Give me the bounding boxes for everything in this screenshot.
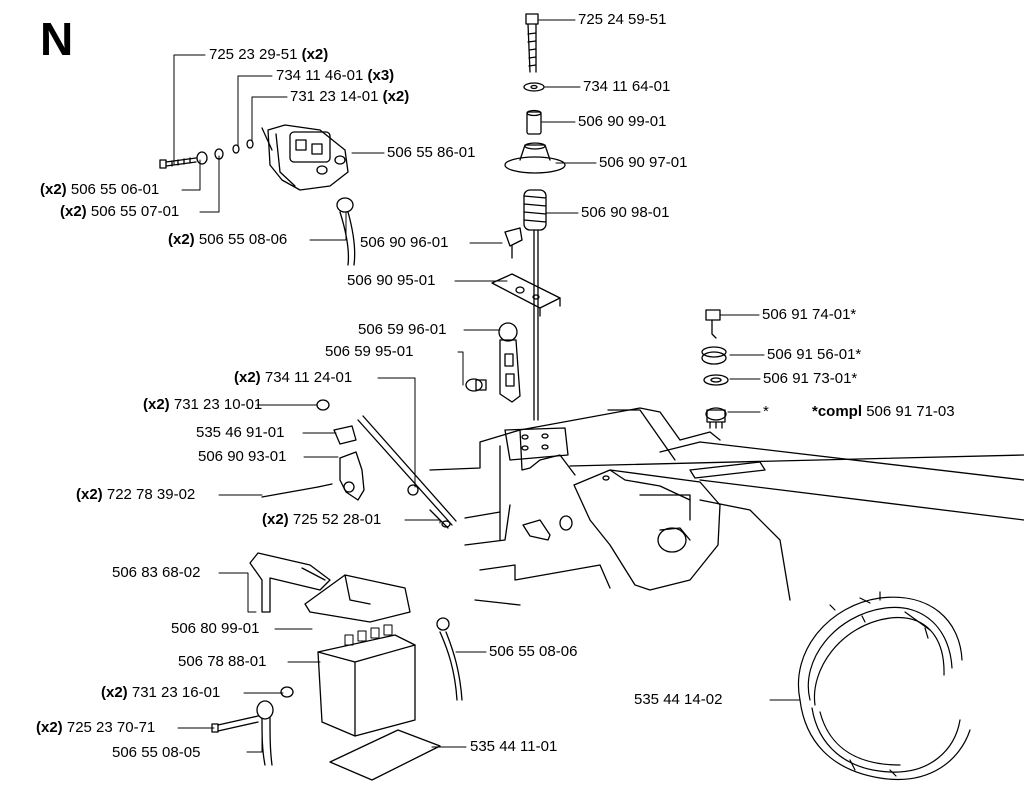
throttle-stack (465, 13, 566, 421)
part-number: 734 11 64-01 (583, 78, 671, 95)
quantity: (x2) (101, 684, 128, 701)
label-506-55-07-01: (x2) 506 55 07-01 (60, 203, 179, 221)
part-number: 535 44 11-01 (470, 738, 558, 755)
label-506-90-97-01: 506 90 97-01 (599, 154, 687, 172)
label-725-23-29-51: 725 23 29-51 (x2) (209, 46, 328, 64)
part-number: 731 23 16-01 (131, 684, 221, 701)
label-506-55-86-01: 506 55 86-01 (387, 144, 475, 162)
part-number: 734 11 46-01 (276, 67, 364, 84)
part-number: 506 90 98-01 (581, 204, 670, 221)
label-506-59-96-01: 506 59 96-01 (358, 321, 446, 339)
part-number: 506 55 06-01 (70, 181, 160, 198)
quantity: (x2) (143, 396, 170, 413)
solenoid-assembly (159, 124, 356, 266)
wiring-harness (797, 591, 971, 780)
quantity: (x2) (234, 369, 261, 386)
label-506-83-68-02: 506 83 68-02 (112, 564, 200, 582)
quantity: (x2) (76, 486, 103, 503)
label-731-23-10-01: (x2) 731 23 10-01 (143, 396, 262, 414)
label-506-91-74-01: 506 91 74-01* (762, 306, 856, 324)
quantity: (x2) (40, 181, 67, 198)
label-506-55-06-01: (x2) 506 55 06-01 (40, 181, 159, 199)
label-star: * (763, 403, 769, 421)
part-number: 535 44 14-02 (634, 691, 723, 708)
part-number: * (763, 403, 769, 420)
ignition-switch (701, 309, 729, 429)
part-number: 535 46 91-01 (196, 424, 285, 441)
part-number: 506 80 99-01 (171, 620, 260, 637)
label-506-90-98-01: 506 90 98-01 (581, 204, 669, 222)
part-number: 725 52 28-01 (292, 511, 382, 528)
part-number: 506 83 68-02 (112, 564, 201, 581)
quantity: (x2) (301, 46, 329, 63)
part-number: 506 90 96-01 (360, 234, 449, 251)
label-731-23-14-01: 731 23 14-01 (x2) (290, 88, 409, 106)
quantity: (x2) (262, 511, 289, 528)
label-725-23-70-71: (x2) 725 23 70-71 (36, 719, 155, 737)
label-506-59-95-01: 506 59 95-01 (325, 343, 413, 361)
label-506-90-99-01: 506 90 99-01 (578, 113, 666, 131)
battery-assembly (211, 552, 463, 781)
part-number: 506 59 95-01 (325, 343, 414, 360)
label-compl-506-91-71-03: *compl 506 91 71-03 (812, 403, 955, 421)
part-number: 506 90 99-01 (578, 113, 667, 130)
part-number: 506 91 73-01* (763, 370, 858, 387)
label-734-11-64-01: 734 11 64-01 (583, 78, 670, 96)
quantity: (x2) (382, 88, 410, 105)
label-506-90-93-01: 506 90 93-01 (198, 448, 286, 466)
label-535-46-91-01: 535 46 91-01 (196, 424, 284, 442)
label-734-11-46-01: 734 11 46-01 (x3) (276, 67, 394, 85)
chassis-body (429, 407, 1024, 606)
label-506-78-88-01: 506 78 88-01 (178, 653, 266, 671)
label-506-55-08-06-top: (x2) 506 55 08-06 (168, 231, 287, 249)
part-number: 506 78 88-01 (178, 653, 267, 670)
part-number: 506 91 56-01* (767, 346, 862, 363)
label-506-55-08-06-bottom: 506 55 08-06 (489, 643, 577, 661)
label-535-44-11-01: 535 44 11-01 (470, 738, 557, 756)
quantity: (x2) (168, 231, 195, 248)
label-725-24-59-51: 725 24 59-51 (578, 11, 666, 29)
quantity: (x2) (60, 203, 87, 220)
label-506-55-08-05: 506 55 08-05 (112, 744, 200, 762)
part-number: 725 23 29-51 (209, 46, 298, 63)
quantity: (x2) (36, 719, 63, 736)
part-number: 506 91 71-03 (866, 403, 955, 420)
label-506-80-99-01: 506 80 99-01 (171, 620, 259, 638)
part-number: 731 23 14-01 (290, 88, 379, 105)
label-535-44-14-02: 535 44 14-02 (634, 691, 722, 709)
part-number: 506 55 07-01 (90, 203, 180, 220)
label-506-91-73-01: 506 91 73-01* (763, 370, 857, 388)
part-number: 506 55 08-05 (112, 744, 201, 761)
label-731-23-16-01: (x2) 731 23 16-01 (101, 684, 220, 702)
part-number: 722 78 39-02 (106, 486, 196, 503)
label-506-90-95-01: 506 90 95-01 (347, 272, 435, 290)
part-number: 734 11 24-01 (264, 369, 353, 386)
part-number: 506 55 08-06 (489, 643, 578, 660)
section-letter: N (40, 13, 74, 65)
part-number: 725 24 59-51 (578, 11, 667, 28)
part-number: 506 90 95-01 (347, 272, 436, 289)
leader-lines (173, 19, 801, 753)
part-number: 506 59 96-01 (358, 321, 447, 338)
clamp-parts (261, 399, 457, 529)
part-number: 506 90 97-01 (599, 154, 688, 171)
part-number: 731 23 10-01 (173, 396, 263, 413)
label-722-78-39-02: (x2) 722 78 39-02 (76, 486, 195, 504)
part-number: 506 55 86-01 (387, 144, 476, 161)
label-734-11-24-01: (x2) 734 11 24-01 (234, 369, 352, 387)
label-506-90-96-01: 506 90 96-01 (360, 234, 448, 252)
quantity: (x3) (367, 67, 395, 84)
label-506-91-56-01: 506 91 56-01* (767, 346, 861, 364)
part-number: 725 23 70-71 (66, 719, 156, 736)
part-number: 506 55 08-06 (198, 231, 288, 248)
label-725-52-28-01: (x2) 725 52 28-01 (262, 511, 381, 529)
part-number: 506 91 74-01* (762, 306, 857, 323)
part-number: 506 90 93-01 (198, 448, 287, 465)
compl-prefix: *compl (812, 403, 863, 420)
